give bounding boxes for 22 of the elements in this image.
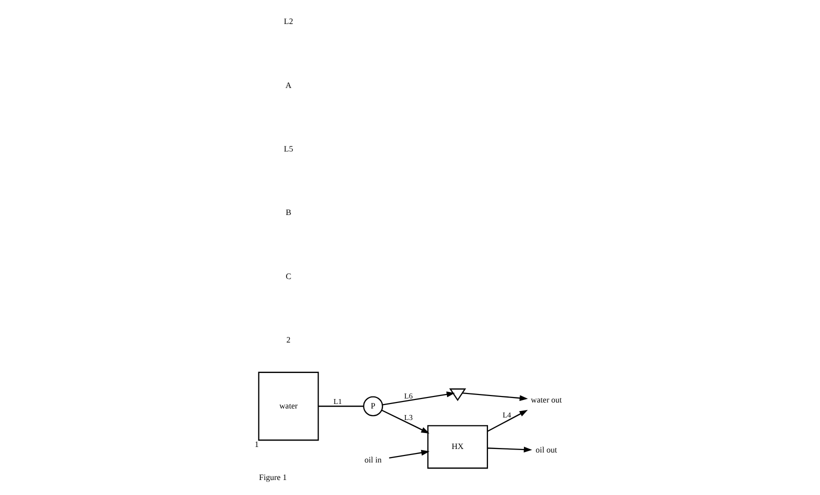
node-circle: P xyxy=(362,396,383,416)
node-valve xyxy=(448,388,466,401)
label: B xyxy=(285,208,291,217)
label: C xyxy=(285,271,291,280)
node-text: oil in xyxy=(364,455,382,464)
node-text: water out xyxy=(530,395,562,404)
node-box: HX xyxy=(426,424,488,468)
label: 2 xyxy=(286,334,290,344)
arrow xyxy=(487,446,532,452)
label: A xyxy=(285,80,291,90)
arrow xyxy=(486,409,528,432)
node-text: oil out xyxy=(535,445,557,454)
arrow xyxy=(382,391,454,405)
label: L5 xyxy=(283,144,293,153)
arrow xyxy=(381,409,429,433)
caption: Figure 1 xyxy=(258,472,286,482)
node-box: water xyxy=(258,371,318,440)
arrow xyxy=(388,449,430,458)
arrow xyxy=(462,392,528,400)
label: L2 xyxy=(283,16,293,26)
node-label: 1 xyxy=(254,439,258,448)
connector xyxy=(318,405,363,406)
